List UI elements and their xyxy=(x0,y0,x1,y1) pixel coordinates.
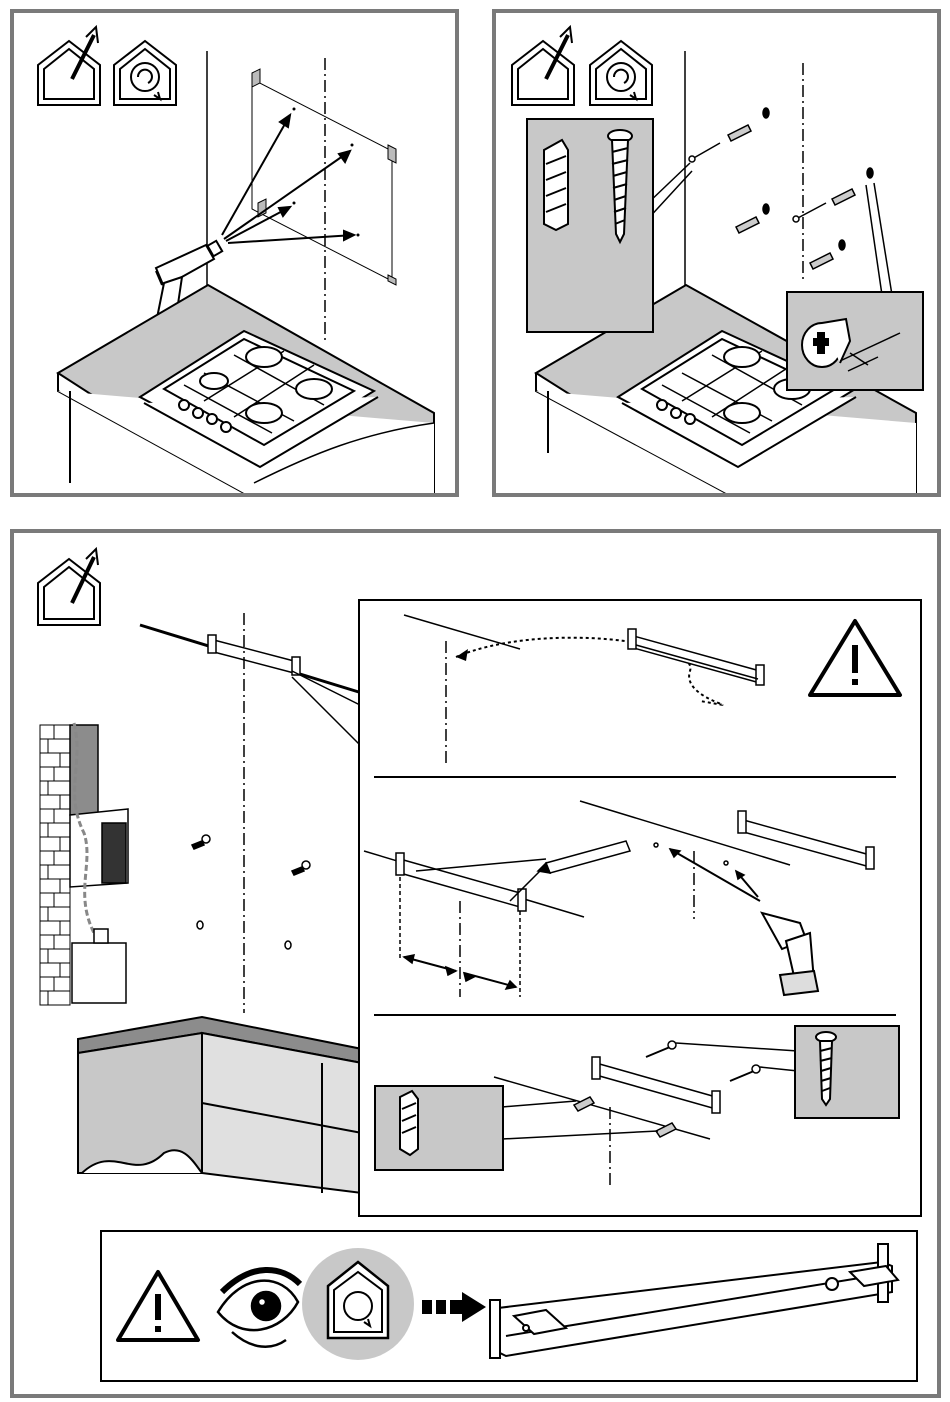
recirculation-note-box xyxy=(100,1230,918,1382)
screw-icon xyxy=(608,130,632,242)
wall-cabinet xyxy=(78,1017,362,1193)
screw-icon xyxy=(816,1032,836,1105)
brick-wall xyxy=(40,725,70,1005)
wall-plug-icon xyxy=(400,1091,418,1155)
drill-illustration xyxy=(14,13,455,493)
plug-detail xyxy=(374,1085,504,1171)
house-exhaust-icon xyxy=(38,27,100,105)
hood-side-view xyxy=(70,723,128,1003)
panel-drill-wall-holes xyxy=(10,9,459,497)
step-position-bracket xyxy=(404,615,764,767)
arrow-right-icon xyxy=(422,1292,486,1322)
house-exhaust-icon xyxy=(38,549,100,625)
panel-insert-wall-plugs xyxy=(492,9,941,497)
eye-icon xyxy=(218,1270,300,1347)
wall-bracket xyxy=(208,635,300,675)
house-recirculation-icon xyxy=(302,1248,414,1360)
house-exhaust-icon xyxy=(512,27,574,105)
bracket-detail xyxy=(490,1244,898,1358)
plug-screw-detail xyxy=(526,118,654,333)
bracket-steps-box xyxy=(358,599,922,1217)
wall-plug-icon xyxy=(544,140,568,230)
screw-detail xyxy=(794,1025,900,1119)
step-plug-and-screw xyxy=(494,1041,798,1185)
warning-icon xyxy=(810,621,900,695)
warning-icon xyxy=(118,1272,198,1340)
house-recirculation-icon xyxy=(590,41,652,105)
step-mark-and-drill xyxy=(364,801,874,997)
house-recirculation-icon xyxy=(114,41,176,105)
plug-depth-detail xyxy=(786,291,924,391)
panel-mount-bracket-exhaust xyxy=(10,529,941,1398)
